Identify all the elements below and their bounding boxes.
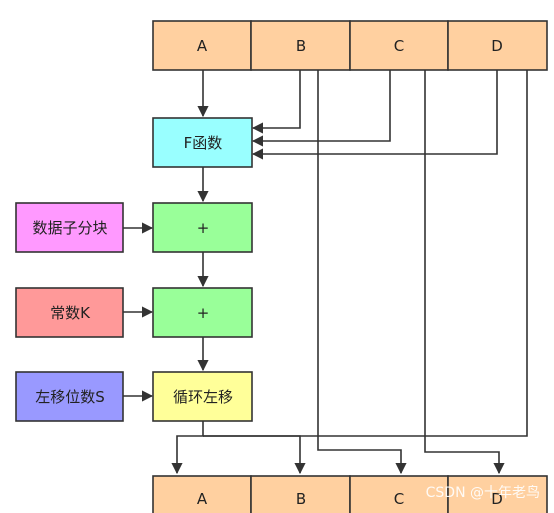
constant-label: 常数K xyxy=(50,304,91,322)
f-function-box xyxy=(152,117,253,168)
bottom-register-row: A B C D xyxy=(152,475,548,513)
adder-1-block: + xyxy=(152,202,253,253)
wire-c-to-f xyxy=(251,70,391,147)
bottom-register-c-label: C xyxy=(394,490,404,508)
wire-d-to-a xyxy=(203,70,528,437)
top-register-d xyxy=(447,20,548,71)
shift-amount-box xyxy=(15,371,124,422)
bottom-register-b-label: B xyxy=(296,490,306,508)
top-register-row: A B C D xyxy=(152,20,548,71)
top-register-c xyxy=(349,20,449,71)
constant-input: 常数K xyxy=(15,287,124,338)
wire-d-to-f xyxy=(251,70,498,160)
adder-1-label: + xyxy=(197,219,210,237)
constant-box xyxy=(15,287,124,338)
top-register-a xyxy=(152,20,252,71)
adder-2-block: + xyxy=(152,287,253,338)
watermark-text: CSDN @十年老鸟 xyxy=(426,485,540,501)
adder-2-label: + xyxy=(197,304,210,322)
bottom-register-c xyxy=(349,475,449,513)
wire-b-to-c xyxy=(317,70,407,475)
rotate-box xyxy=(152,371,253,422)
bottom-register-a-label: A xyxy=(197,490,208,508)
rotate-label: 循环左移 xyxy=(173,388,233,406)
shift-amount-label: 左移位数S xyxy=(35,388,105,406)
wire-rotate-to-b xyxy=(171,421,204,475)
wire-c-to-d xyxy=(424,70,505,475)
top-register-c-label: C xyxy=(394,37,404,55)
data-block-input: 数据子分块 xyxy=(15,202,124,253)
wire-b-to-f xyxy=(251,70,301,134)
connections xyxy=(123,70,528,475)
adder-2-box xyxy=(152,287,253,338)
f-function-label: F函数 xyxy=(184,134,223,152)
bottom-register-a xyxy=(152,475,252,513)
bottom-register-d xyxy=(447,475,548,513)
rotate-block: 循环左移 xyxy=(152,371,253,422)
bottom-register-d-label: D xyxy=(491,490,503,508)
top-register-b-label: B xyxy=(296,37,306,55)
f-function-block: F函数 xyxy=(152,117,253,168)
top-register-d-label: D xyxy=(491,37,503,55)
data-block-label: 数据子分块 xyxy=(32,219,107,237)
top-register-a-label: A xyxy=(197,37,208,55)
wire-rotate-branch xyxy=(203,435,306,475)
data-block-box xyxy=(15,202,124,253)
adder-1-box xyxy=(152,202,253,253)
shift-amount-input: 左移位数S xyxy=(15,371,124,422)
